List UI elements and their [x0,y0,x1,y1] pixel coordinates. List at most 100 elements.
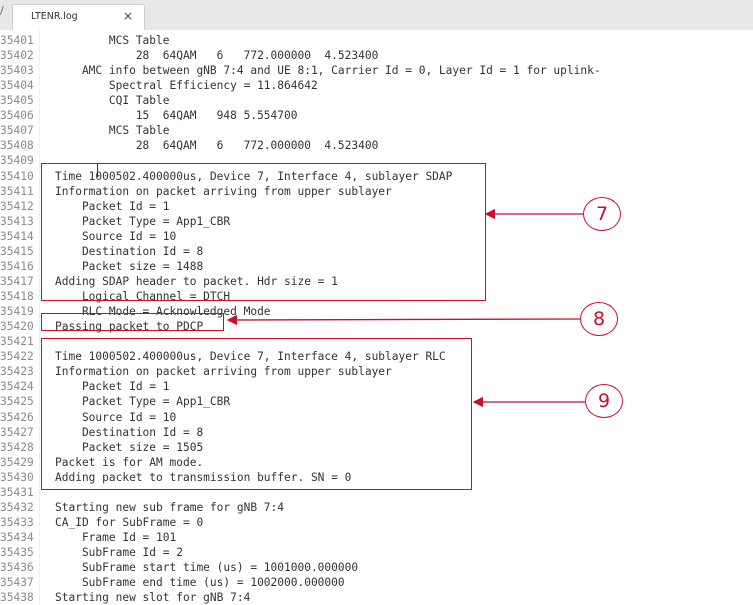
log-text: Starting new slot for gNB 7:4 [55,591,251,605]
log-text: Packet Type = App1_CBR [55,395,231,409]
log-text: SubFrame end time (us) = 1002000.000000 [55,576,345,590]
log-text: Packet size = 1505 [55,440,204,454]
log-line[interactable]: 35415 Destination Id = 8 [0,244,753,259]
log-line[interactable]: 35405 CQI Table [0,93,753,108]
line-number: 35425 [0,395,34,409]
callout-7: 7 [583,197,621,231]
file-tab-ltenr-log[interactable]: LTENR.log × [12,4,145,30]
line-number: 35426 [0,410,34,424]
close-icon[interactable]: × [123,9,134,23]
log-text: Packet size = 1488 [55,259,204,273]
log-text: Frame Id = 101 [55,530,177,544]
log-line[interactable]: 35408 28 64QAM 6 772.000000 4.523400 [0,138,753,153]
line-number: 35438 [0,591,34,605]
log-line[interactable]: 35435 SubFrame Id = 2 [0,545,753,560]
log-line[interactable]: 35419 RLC Mode = Acknowledged Mode [0,304,753,319]
log-line[interactable]: 35437 SubFrame end time (us) = 1002000.0… [0,575,753,590]
line-number: 35429 [0,455,34,469]
arrow-8 [226,314,581,326]
log-line[interactable]: 35434 Frame Id = 101 [0,530,753,545]
log-line[interactable]: 35406 15 64QAM 948 5.554700 [0,108,753,123]
log-line[interactable]: 35424 Packet Id = 1 [0,379,753,394]
line-number: 35430 [0,470,34,484]
log-line[interactable]: 35418 Logical Channel = DTCH [0,289,753,304]
log-text: Time 1000502.400000us, Device 7, Interfa… [55,169,453,183]
log-text: CQI Table [55,94,170,108]
line-number: 35435 [0,546,34,560]
line-number: 35407 [0,124,34,138]
line-number: 35418 [0,290,34,304]
log-line[interactable]: 35423 Information on packet arriving from… [0,364,753,379]
line-number: 35424 [0,380,34,394]
log-text: Source Id = 10 [55,229,177,243]
log-line[interactable]: 35426 Source Id = 10 [0,410,753,425]
log-text: Spectral Efficiency = 11.864642 [55,79,318,93]
line-number: 35434 [0,530,34,544]
log-line[interactable]: 35412 Packet Id = 1 [0,199,753,214]
log-text: SubFrame Id = 2 [55,546,183,560]
callout-9: 9 [585,384,623,418]
log-text: 28 64QAM 6 772.000000 4.523400 [55,139,379,153]
highlight-box-sdap [41,163,486,301]
line-number: 35406 [0,109,34,123]
log-text: Adding SDAP header to packet. Hdr size =… [55,274,338,288]
log-line[interactable]: 35404 Spectral Efficiency = 11.864642 [0,78,753,93]
log-line[interactable]: 35407 MCS Table [0,123,753,138]
log-line[interactable]: 35430 Adding packet to transmission buffe… [0,470,753,485]
line-number: 35412 [0,199,34,213]
line-number: 35433 [0,515,34,529]
log-text: CA_ID for SubFrame = 0 [55,515,204,529]
log-text: Information on packet arriving from uppe… [55,365,392,379]
line-number: 35408 [0,139,34,153]
log-line[interactable]: 35402 28 64QAM 6 772.000000 4.523400 [0,48,753,63]
log-line[interactable]: 35433 CA_ID for SubFrame = 0 [0,515,753,530]
line-number: 35404 [0,79,34,93]
log-line[interactable]: 35414 Source Id = 10 [0,229,753,244]
log-line[interactable]: 35416 Packet size = 1488 [0,259,753,274]
line-number: 35419 [0,305,34,319]
log-line[interactable]: 35401 MCS Table [0,33,753,48]
log-text: 28 64QAM 6 772.000000 4.523400 [55,49,379,63]
log-text: Logical Channel = DTCH [55,290,231,304]
log-line[interactable]: 35413 Packet Type = App1_CBR [0,214,753,229]
log-line[interactable]: 35421 [0,334,753,349]
gutter-divider [39,30,40,605]
highlight-box-pdcp [41,313,224,331]
line-number: 35409 [0,154,34,168]
log-line[interactable]: 35425 Packet Type = App1_CBR [0,394,753,409]
log-line[interactable]: 35403 AMC info between gNB 7:4 and UE 8:… [0,63,753,78]
tab-bar: / LTENR.log × [0,0,753,31]
log-line[interactable]: 35431 [0,485,753,500]
log-text: SubFrame start time (us) = 1001000.00000… [55,561,359,575]
log-text: Adding packet to transmission buffer. SN… [55,470,352,484]
log-text: Packet Type = App1_CBR [55,214,231,228]
line-number: 35431 [0,485,34,499]
highlight-box-rlc [41,338,472,490]
line-number: 35423 [0,365,34,379]
log-line[interactable]: 35436 SubFrame start time (us) = 1001000… [0,560,753,575]
log-line[interactable]: 35427 Destination Id = 8 [0,425,753,440]
log-text: AMC info between gNB 7:4 and UE 8:1, Car… [55,64,601,78]
log-line[interactable]: 35428 Packet size = 1505 [0,440,753,455]
line-number: 35428 [0,440,34,454]
log-text: Packet Id = 1 [55,380,170,394]
line-number: 35436 [0,561,34,575]
line-number: 35405 [0,94,34,108]
line-number: 35420 [0,320,34,334]
log-line[interactable]: 35409 [0,153,753,168]
line-number: 35415 [0,244,34,258]
text-cursor [97,164,98,177]
log-line[interactable]: 35438 Starting new slot for gNB 7:4 [0,590,753,605]
log-text: Starting new sub frame for gNB 7:4 [55,500,285,514]
log-text: Source Id = 10 [55,410,177,424]
tab-overflow-indicator[interactable]: / [0,4,4,17]
